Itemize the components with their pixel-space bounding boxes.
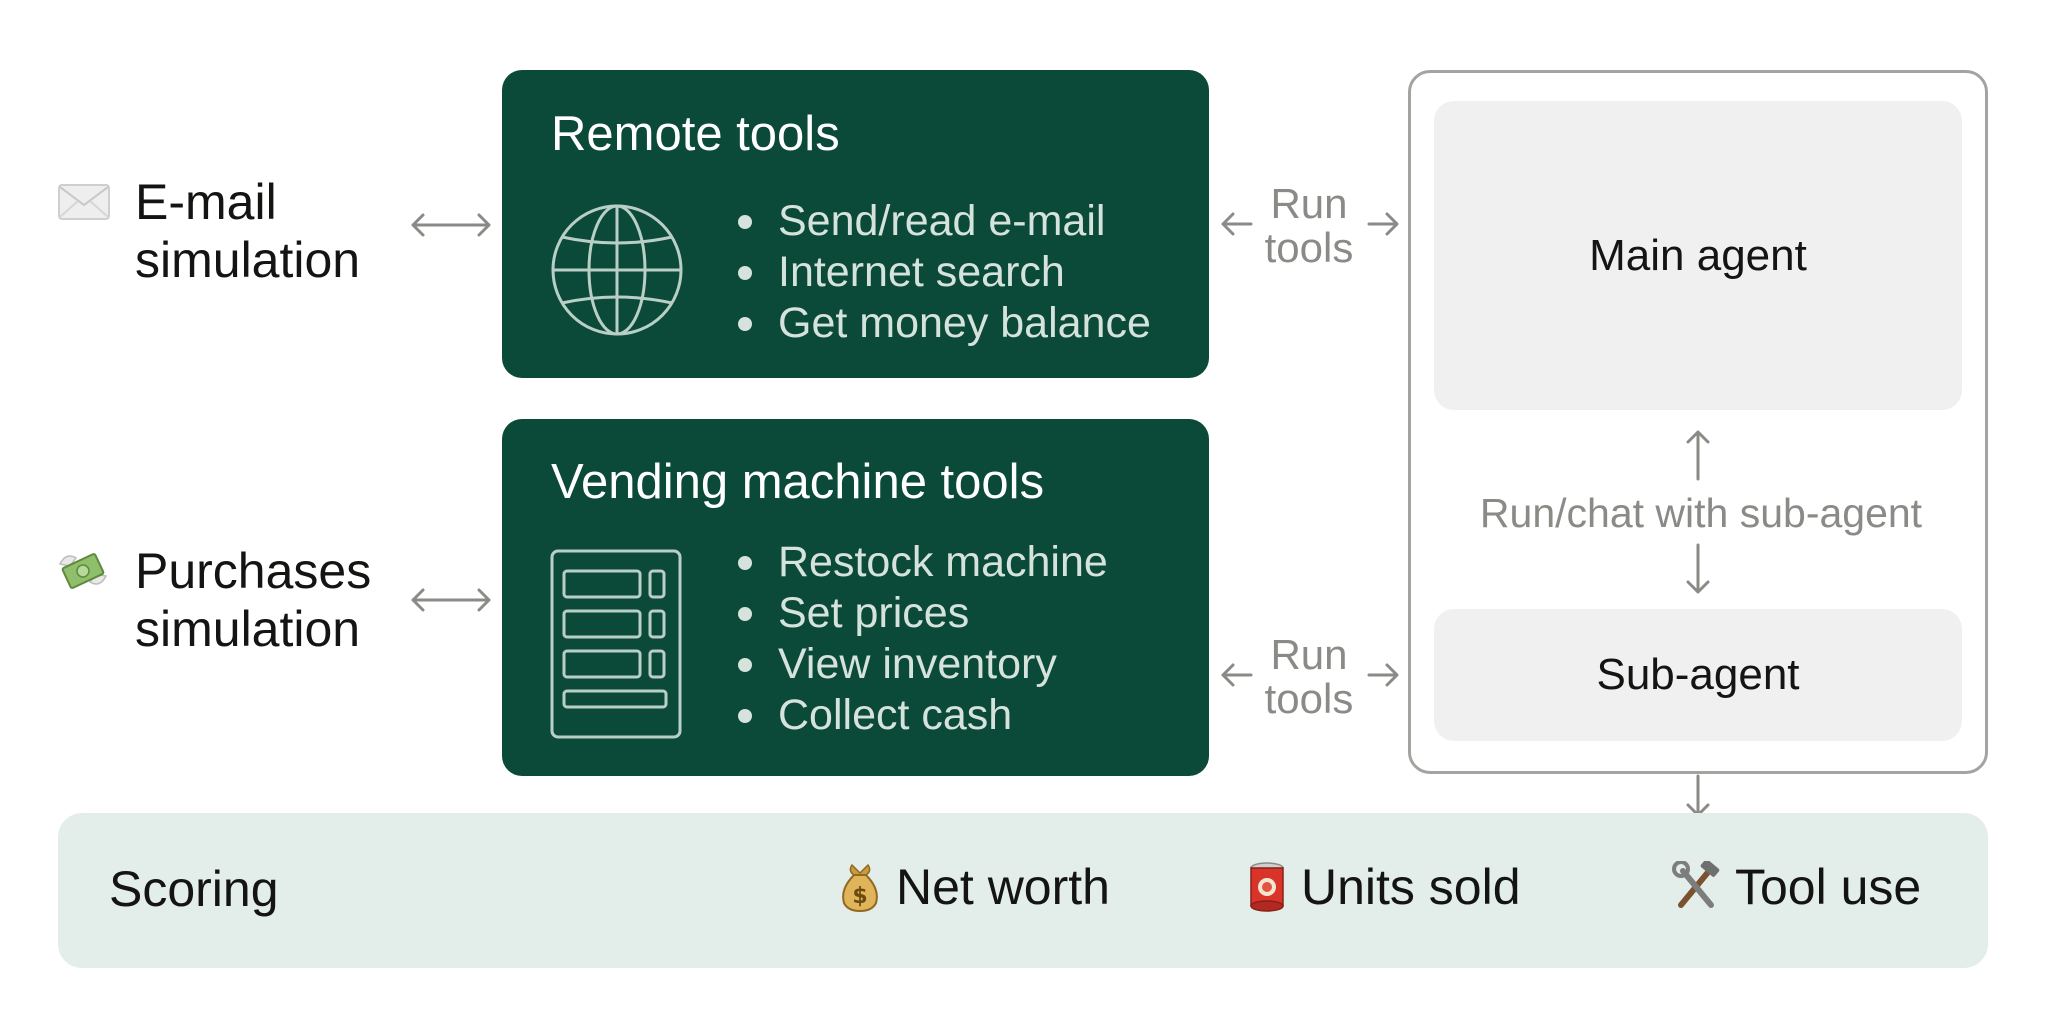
can-icon	[1247, 861, 1287, 913]
remote-tools-title: Remote tools	[551, 107, 840, 161]
remote-tools-panel: Remote tools Send/read e-mail Internet s…	[502, 70, 1209, 378]
hammer-wrench-icon	[1671, 861, 1721, 913]
email-simulation-label: E-mail simulation	[135, 174, 361, 288]
metric-label: Tool use	[1735, 859, 1922, 915]
metric-net-worth: $ Net worth	[838, 855, 1110, 919]
agent-to-scoring-arrow	[1684, 774, 1712, 818]
main-agent-card: Main agent	[1434, 101, 1962, 410]
list-item: Set prices	[738, 588, 1108, 639]
run-tools-arrow-right-bottom	[1366, 661, 1400, 689]
list-item: Collect cash	[738, 690, 1108, 741]
vending-tools-panel: Vending machine tools Restock machine Se…	[502, 419, 1209, 776]
list-item: Internet search	[738, 247, 1151, 298]
money-bag-icon: $	[838, 861, 882, 913]
vending-tools-title: Vending machine tools	[551, 455, 1045, 509]
agent-container: Main agent Run/chat with sub-agent Sub-a…	[1408, 70, 1988, 774]
vending-tools-list: Restock machine Set prices View inventor…	[738, 537, 1108, 741]
run-chat-subagent-label: Run/chat with sub-agent	[1479, 490, 1923, 536]
metric-units-sold: Units sold	[1247, 855, 1521, 919]
purchases-double-arrow	[410, 586, 492, 614]
list-item: Send/read e-mail	[738, 196, 1151, 247]
vending-machine-icon	[550, 549, 682, 739]
list-item: Get money balance	[738, 298, 1151, 349]
globe-icon	[550, 203, 684, 337]
remote-tools-list: Send/read e-mail Internet search Get mon…	[738, 196, 1151, 349]
metric-label: Units sold	[1301, 859, 1521, 915]
sub-agent-label: Sub-agent	[1596, 650, 1800, 699]
metric-label: Net worth	[896, 859, 1110, 915]
list-item: View inventory	[738, 639, 1108, 690]
metric-tool-use: Tool use	[1671, 855, 1921, 919]
run-tools-arrow-right-top	[1366, 210, 1400, 238]
envelope-icon	[58, 184, 110, 220]
run-tools-label-bottom: Run tools	[1264, 631, 1354, 722]
main-agent-label: Main agent	[1589, 230, 1807, 280]
svg-text:$: $	[852, 884, 867, 909]
scoring-bar: Scoring $ Net worth Units sold	[58, 813, 1988, 968]
run-tools-label-top: Run tools	[1264, 180, 1354, 271]
scoring-title: Scoring	[109, 861, 279, 917]
down-arrow	[1684, 543, 1712, 595]
email-double-arrow	[410, 211, 492, 239]
purchases-simulation-label: Purchases simulation	[135, 543, 372, 657]
run-tools-arrow-left-bottom	[1220, 661, 1254, 689]
sub-agent-card: Sub-agent	[1434, 609, 1962, 741]
money-with-wings-icon	[56, 546, 110, 594]
up-arrow	[1684, 429, 1712, 481]
run-tools-arrow-left-top	[1220, 210, 1254, 238]
list-item: Restock machine	[738, 537, 1108, 588]
